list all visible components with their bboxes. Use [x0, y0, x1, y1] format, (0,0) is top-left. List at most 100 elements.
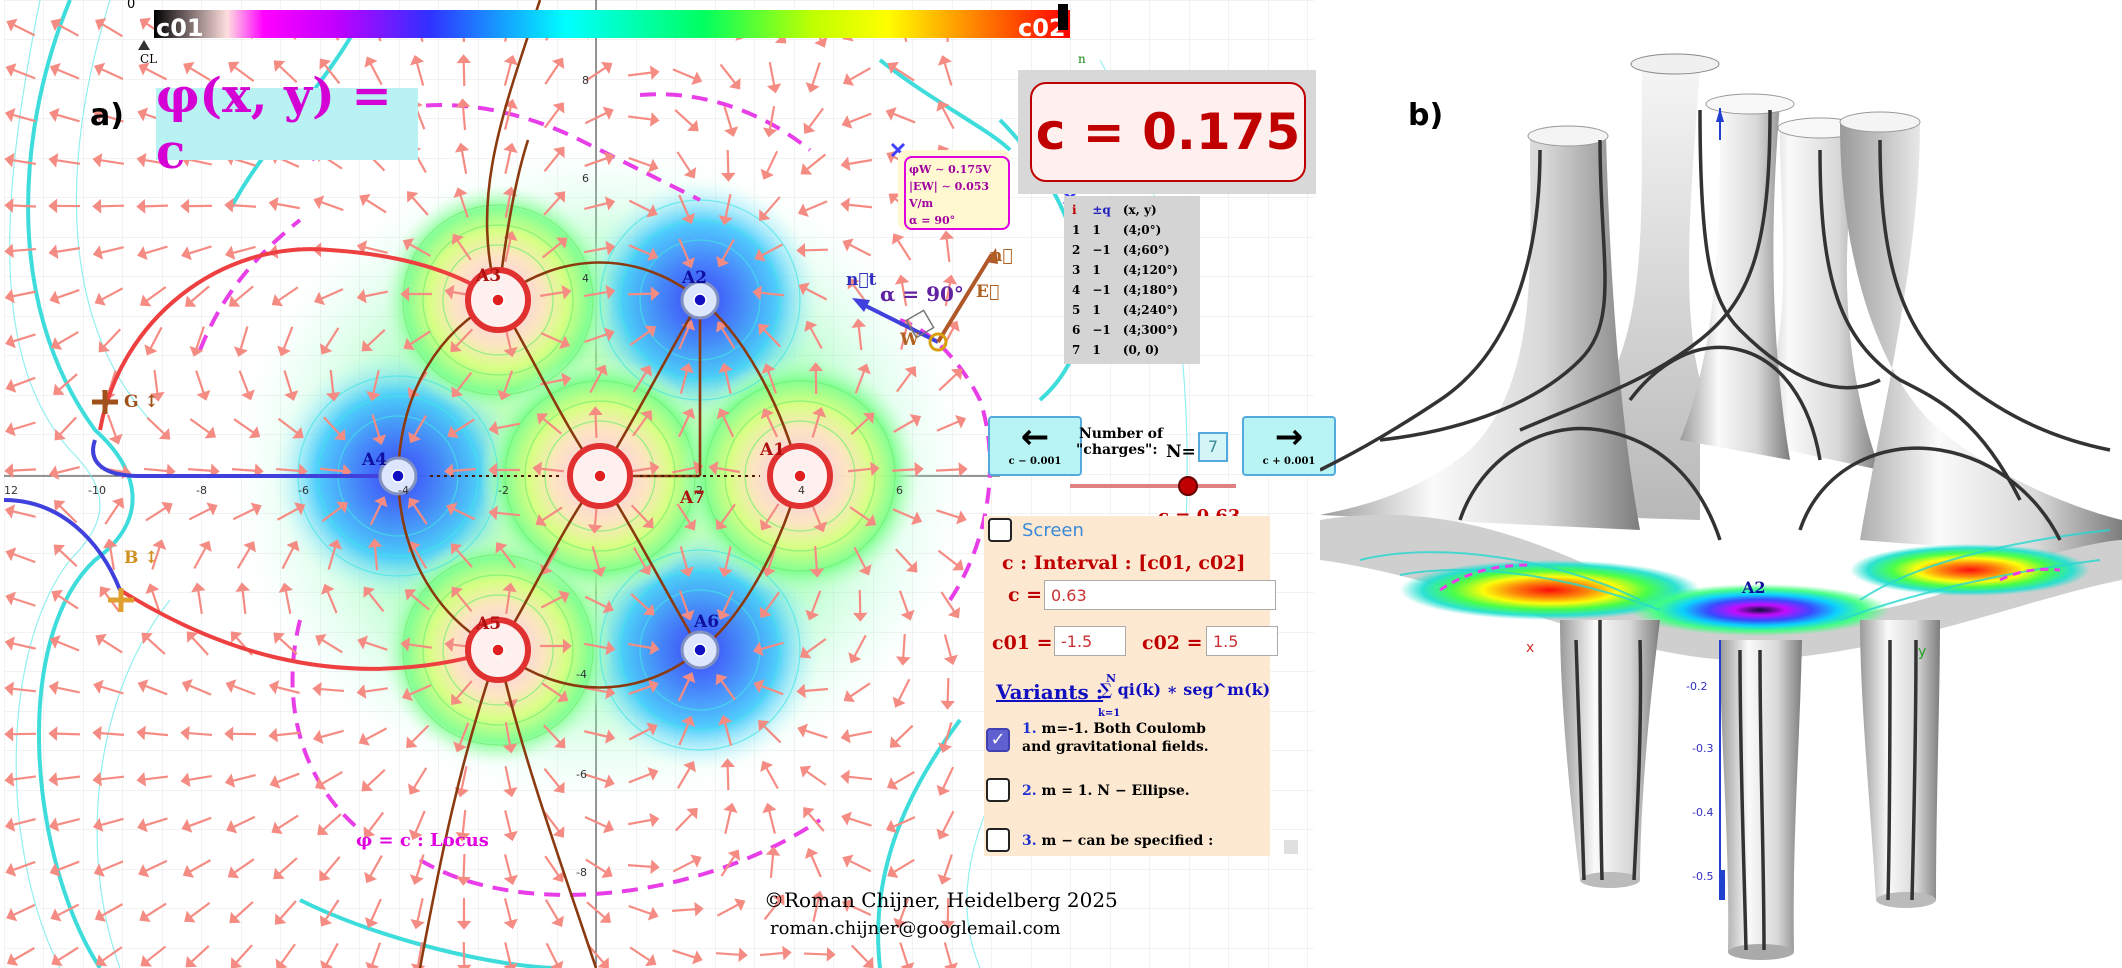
field-arrow-head [161, 501, 173, 515]
field-arrow [320, 729, 344, 739]
field-arrow-head [6, 907, 18, 922]
field-arrow-head [48, 680, 59, 696]
field-arrow-head [553, 781, 565, 794]
field-arrow [321, 505, 343, 523]
table-cell: 1 [1092, 342, 1101, 357]
colorbar-handle[interactable] [1058, 4, 1068, 30]
field-arrow [144, 684, 168, 696]
field-arrow-head [503, 230, 518, 241]
field-arrow-head [536, 413, 549, 425]
field-arrow [282, 326, 294, 350]
field-arrow [678, 722, 690, 746]
field-arrow [189, 418, 211, 434]
field-arrow-head [451, 586, 463, 599]
field-arrow-head [356, 684, 367, 699]
field-arrow-head [93, 679, 104, 694]
surface-point-label-a2: A2 [1742, 578, 1766, 597]
field-arrow-head [137, 818, 148, 833]
field-arrow [628, 727, 652, 741]
field-arrow [627, 71, 653, 77]
point-label-b[interactable]: B ↕ [124, 548, 159, 568]
screen-checkbox[interactable] [988, 518, 1012, 542]
field-arrow-head [325, 392, 341, 402]
field-arrow-head [605, 640, 616, 656]
c-slider-track[interactable] [1070, 484, 1236, 488]
field-arrow [101, 946, 123, 962]
w-potential: φW ∼ 0.175V [909, 163, 992, 176]
cl-marker-icon[interactable] [138, 40, 150, 50]
field-arrow [848, 243, 872, 257]
field-arrow-head [152, 539, 167, 550]
field-arrow-head [183, 62, 195, 75]
increase-c-button[interactable]: → c + 0.001 [1242, 416, 1336, 476]
field-arrow [277, 814, 299, 830]
point-label-a1: A1 [760, 440, 786, 460]
num-charges-input[interactable]: 7 [1198, 432, 1228, 462]
field-arrow-head [858, 564, 872, 576]
field-arrow-head [357, 635, 369, 650]
field-arrow [281, 546, 295, 570]
field-arrow-head [4, 726, 14, 742]
c02-input[interactable]: 1.5 [1206, 626, 1278, 656]
option-3-checkbox[interactable] [986, 828, 1010, 852]
field-arrow-head [840, 769, 850, 785]
z-tick: -0.2 [1686, 680, 1708, 693]
surface-3d-view[interactable] [1320, 0, 2122, 968]
field-arrow-head [54, 428, 66, 441]
field-arrow [945, 237, 951, 263]
field-arrow-head [734, 898, 746, 912]
field-arrow-head [683, 761, 696, 773]
c01-input[interactable]: -1.5 [1054, 626, 1126, 656]
field-arrow [541, 682, 563, 698]
field-arrow-head [180, 772, 191, 788]
field-arrow-head [284, 390, 299, 401]
field-arrow-head [900, 609, 915, 621]
field-arrow [104, 503, 120, 525]
field-arrow [583, 686, 609, 694]
field-arrow [716, 903, 740, 917]
field-arrow [849, 506, 871, 522]
field-arrow-head [889, 736, 902, 748]
field-arrow-head [451, 233, 464, 246]
field-arrow-head [680, 609, 695, 621]
field-arrow [937, 549, 959, 567]
field-arrow [409, 330, 431, 346]
field-arrow-head [799, 765, 812, 778]
point-label-g[interactable]: G ↕ [124, 392, 159, 412]
field-arrow [323, 416, 341, 436]
field-arrow [762, 328, 782, 348]
field-arrow-head [502, 743, 518, 754]
field-arrow [764, 503, 780, 525]
variants-formula: ∑ qi(k) ∗ seg^m(k) [1100, 680, 1271, 699]
field-arrow [275, 467, 301, 473]
decrease-c-button[interactable]: ← c − 0.001 [988, 416, 1082, 476]
field-arrow [276, 507, 300, 521]
field-arrow [233, 418, 255, 434]
c-slider-knob[interactable] [1178, 476, 1198, 496]
table-header: ±q [1092, 202, 1111, 217]
point-label-w[interactable]: W [900, 330, 920, 350]
option-1-checkbox[interactable]: ✓ [986, 728, 1010, 752]
field-arrow [100, 246, 124, 254]
option-2-checkbox[interactable] [986, 778, 1010, 802]
field-arrow-head [758, 323, 770, 336]
field-arrow-head [180, 725, 190, 741]
field-arrow-head [885, 107, 897, 121]
field-arrow-head [451, 693, 463, 705]
field-arrow-head [313, 195, 325, 210]
field-arrow-head [761, 363, 776, 375]
table-row: 4−1(4;180°) [1066, 280, 1184, 300]
field-arrow-head [4, 817, 16, 832]
field-arrow-head [894, 274, 910, 285]
field-arrow [759, 951, 785, 957]
field-arrow-head [95, 954, 108, 967]
field-arrow-head [315, 634, 327, 647]
field-arrow [188, 158, 212, 166]
field-arrow [144, 859, 168, 873]
field-arrow [56, 113, 80, 123]
field-arrow-head [145, 583, 160, 595]
field-arrow [768, 62, 776, 86]
c-input[interactable]: 0.63 [1044, 580, 1276, 610]
field-arrow-head [53, 383, 65, 395]
field-arrow-head [604, 774, 615, 789]
